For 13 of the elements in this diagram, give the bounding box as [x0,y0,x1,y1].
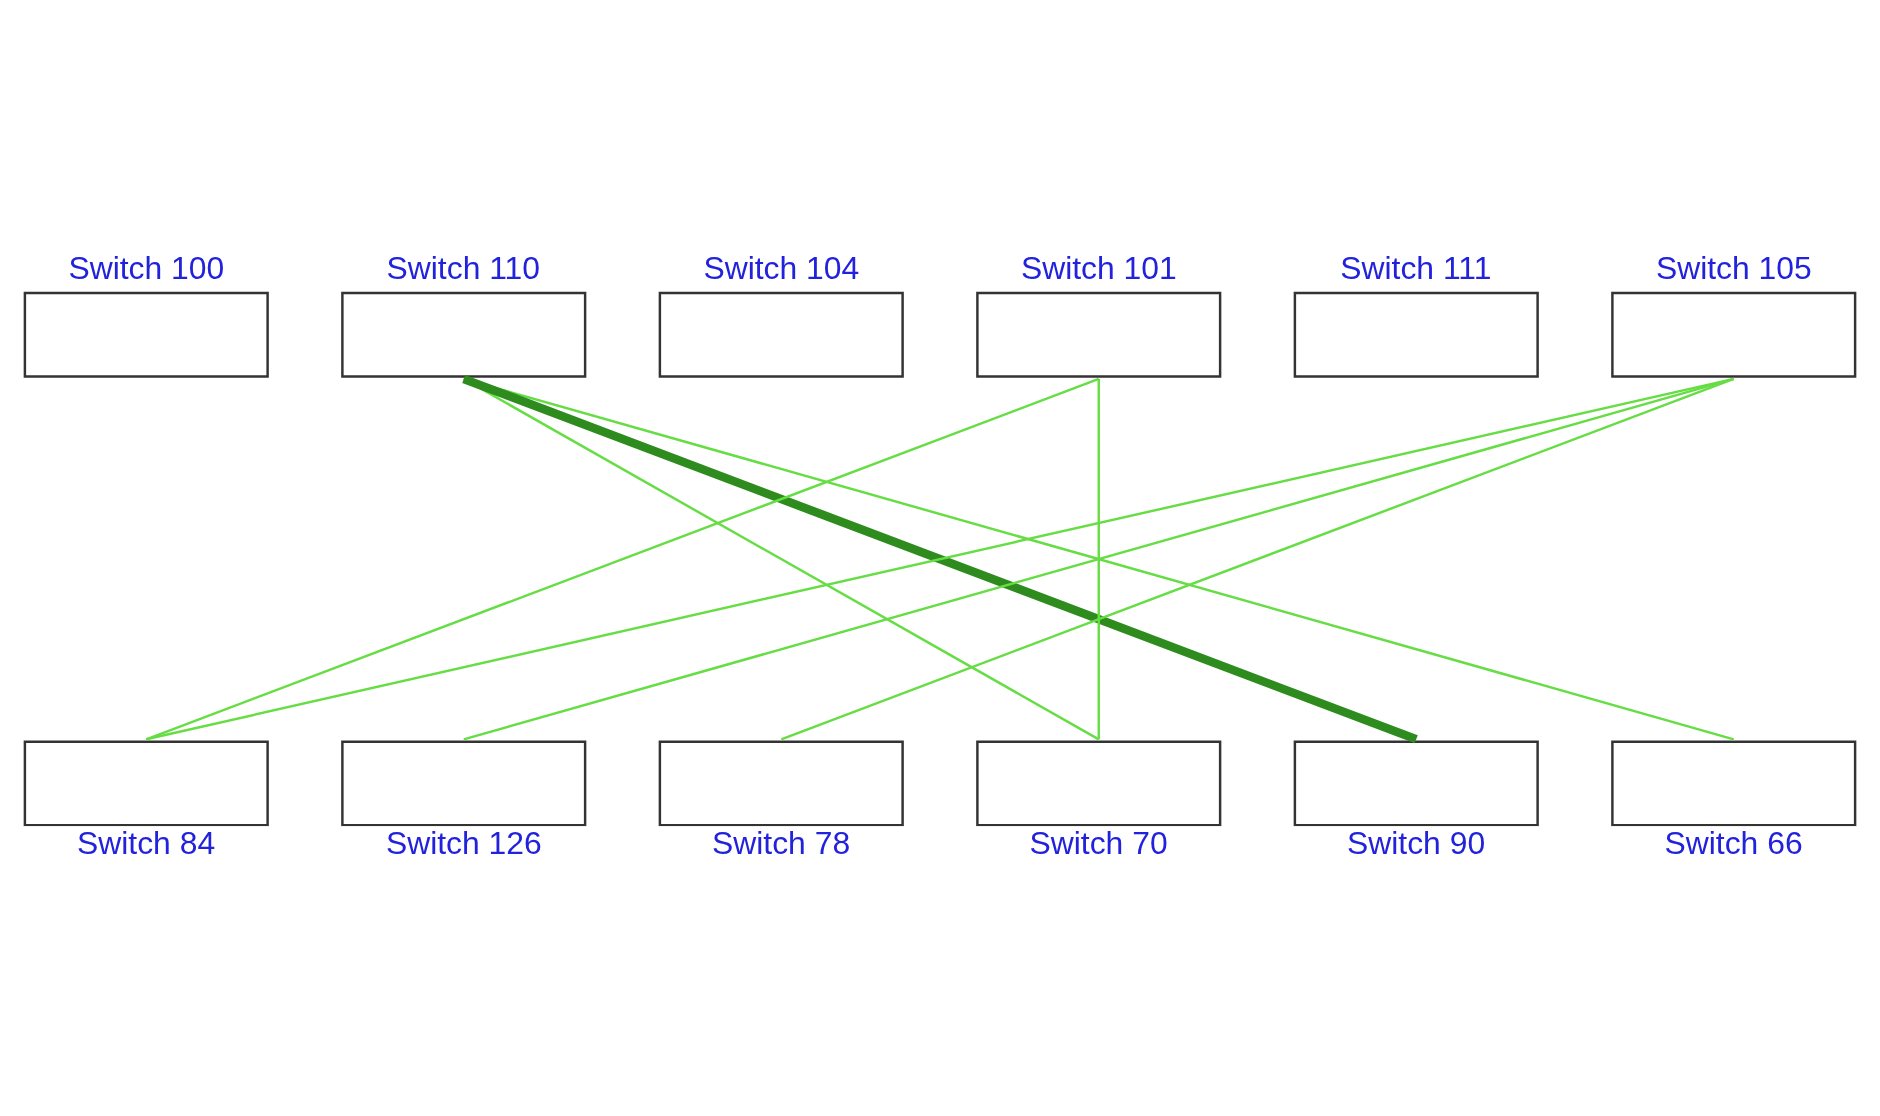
connector [463,377,1735,740]
node-label: Switch 101 [1020,249,1177,286]
node-label: Switch 111 [1340,249,1492,286]
connector [145,377,1100,740]
node-label: Switch 105 [1655,249,1812,286]
connector [462,374,1418,743]
connector [145,377,1735,740]
node-label: Switch 110 [386,249,540,286]
node-label: Switch 100 [68,249,225,286]
node-label: Switch 104 [703,249,860,286]
connector [1097,378,1100,739]
connector [780,377,1735,740]
connector [463,377,1100,740]
